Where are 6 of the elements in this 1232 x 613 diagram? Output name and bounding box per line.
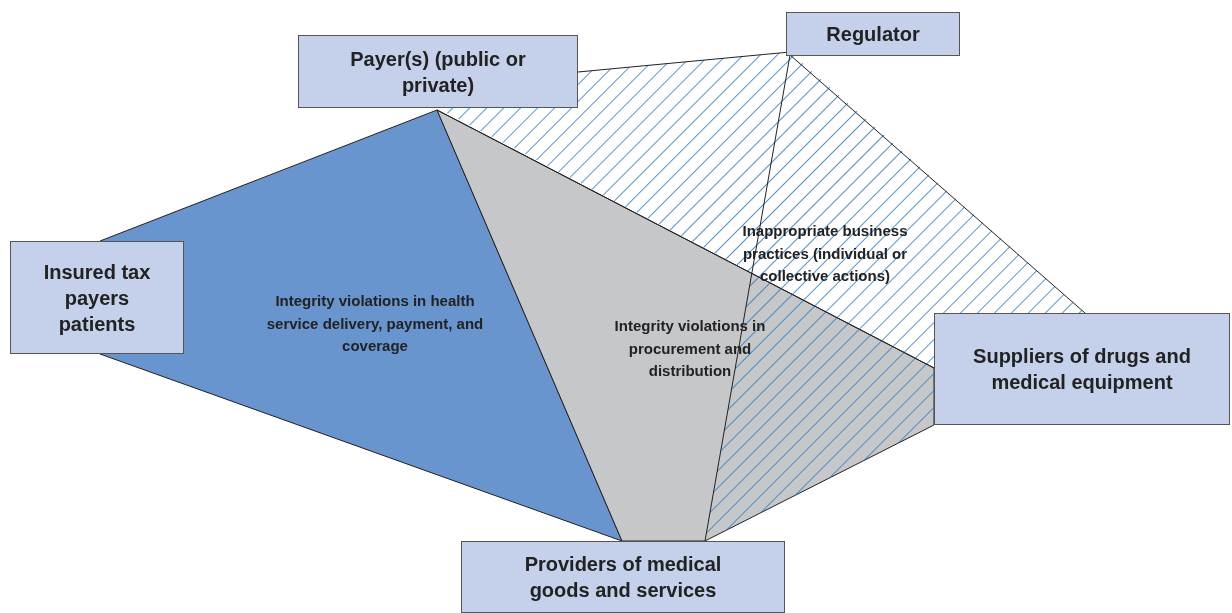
stakeholder-box: Providers of medical goods and services	[461, 541, 785, 613]
stakeholder-box: Suppliers of drugs and medical equipment	[934, 313, 1230, 425]
stakeholder-box: Payer(s) (public or private)	[298, 35, 578, 108]
stakeholder-box: Insured tax payers patients	[10, 241, 184, 354]
stakeholder-box: Regulator	[786, 12, 960, 56]
area-label: Integrity violations in health service delivery, payment, and coverage	[265, 291, 485, 356]
